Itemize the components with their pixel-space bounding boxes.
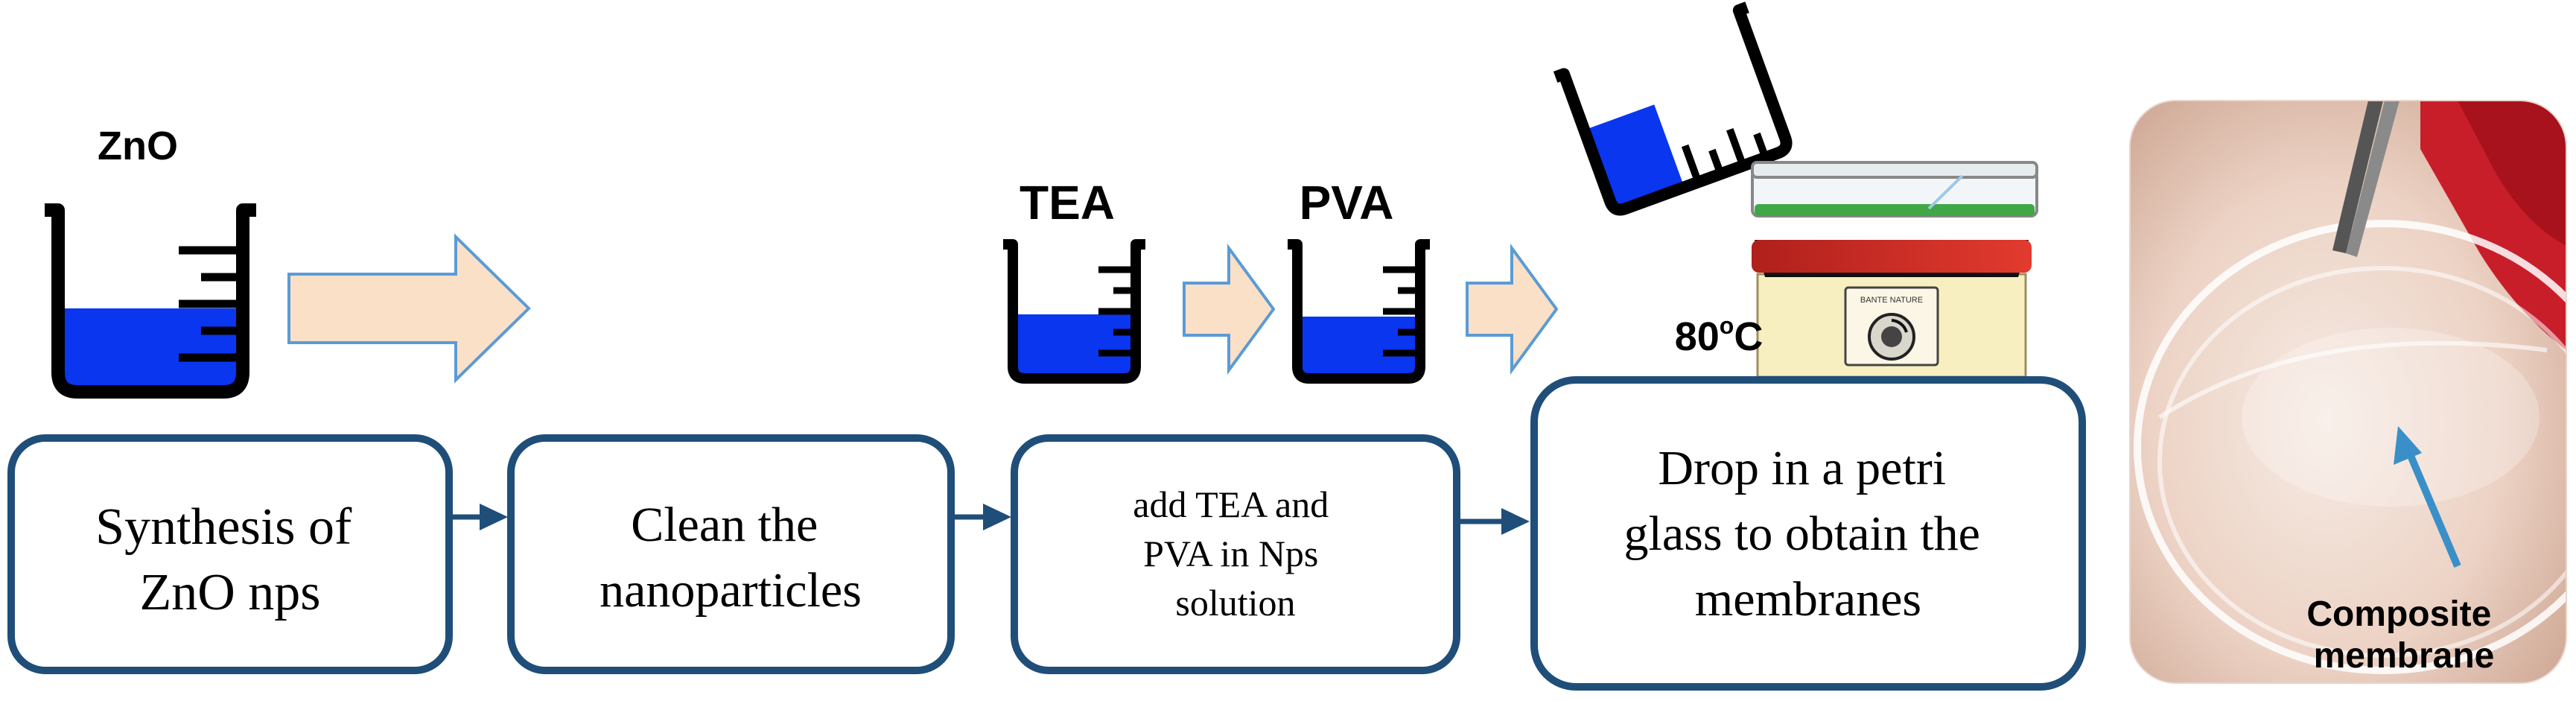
step-2-line-2: nanoparticles bbox=[600, 563, 862, 618]
temperature-label: 80oC bbox=[1675, 312, 1764, 359]
step-3-line-2: PVA in Nps bbox=[1143, 533, 1318, 574]
svg-text:Synthesis of ZnO nps: Synthesis of ZnO nps bbox=[95, 498, 365, 621]
hotplate-brand-label: BANTE NATURE bbox=[1860, 296, 1923, 305]
membrane-photo bbox=[2130, 101, 2566, 683]
big-arrow-1 bbox=[287, 233, 531, 384]
step-1-line-2: ZnO nps bbox=[139, 564, 320, 621]
step-3-line-3: solution bbox=[1175, 582, 1295, 624]
svg-text:Drop in a petri glass to: Drop in a petri glass to obtain the memb… bbox=[1624, 441, 1993, 627]
pva-label: PVA bbox=[1300, 176, 1394, 229]
pva-beaker-icon bbox=[1288, 239, 1430, 384]
zno-beaker-icon bbox=[45, 203, 256, 399]
step-box-2: Clean the nanoparticles bbox=[507, 434, 955, 674]
connector-3 bbox=[1460, 508, 1530, 535]
tea-beaker-icon bbox=[1003, 239, 1145, 384]
tea-label: TEA bbox=[1020, 176, 1115, 229]
step-4-line-2: glass to obtain the bbox=[1624, 507, 1980, 561]
membrane-photo-frame bbox=[2129, 100, 2567, 684]
connector-1 bbox=[452, 504, 508, 530]
step-3-line-1: add TEA and bbox=[1133, 483, 1329, 525]
step-box-4: Drop in a petri glass to obtain the memb… bbox=[1530, 376, 2086, 691]
step-1-line-1: Synthesis of bbox=[95, 498, 352, 556]
svg-text:add TEA and PVA in Nps: add TEA and PVA in Nps solution bbox=[1133, 483, 1338, 624]
photo-caption: Composite membrane bbox=[2306, 594, 2501, 676]
photo-caption-line-1: Composite bbox=[2306, 594, 2491, 634]
connector-2 bbox=[954, 504, 1011, 530]
svg-text:Clean the nanoparticles: Clean the nanoparticles bbox=[600, 498, 862, 618]
small-arrow-2 bbox=[1183, 243, 1276, 375]
zno-label: ZnO bbox=[98, 124, 178, 168]
small-arrow-3 bbox=[1466, 243, 1559, 375]
petri-dish-icon bbox=[1751, 161, 2038, 218]
step-2-line-1: Clean the bbox=[631, 498, 818, 552]
photo-caption-line-2: membrane bbox=[2314, 636, 2495, 676]
pouring-beaker-icon bbox=[1553, 1, 1793, 216]
step-4-line-3: membranes bbox=[1695, 572, 1921, 627]
step-box-3: add TEA and PVA in Nps solution bbox=[1011, 434, 1460, 674]
step-4-line-1: Drop in a petri bbox=[1658, 441, 1946, 495]
step-box-1: Synthesis of ZnO nps bbox=[7, 434, 453, 674]
hot-plate-icon: BANTE NATURE bbox=[1752, 240, 2032, 378]
